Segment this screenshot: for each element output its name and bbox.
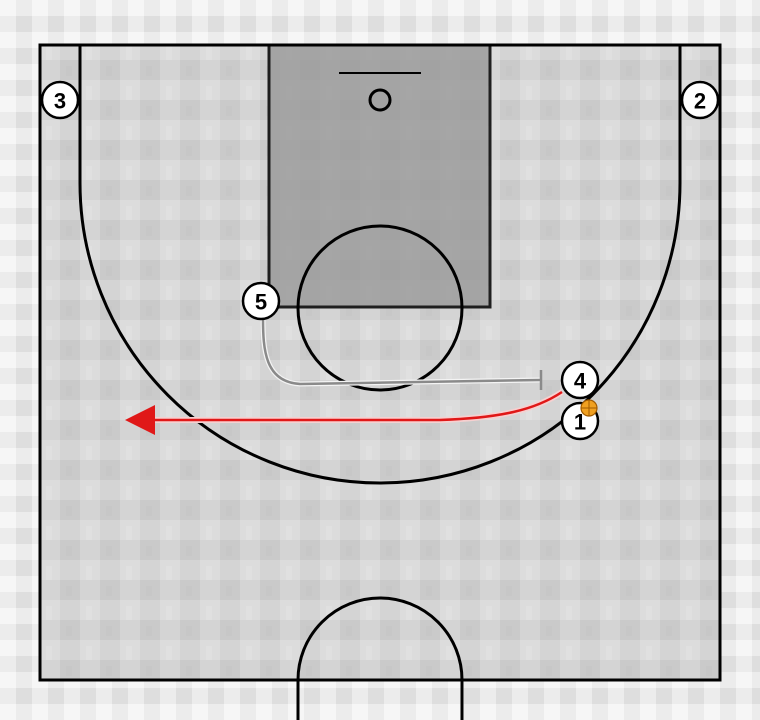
player-1: 1 xyxy=(560,399,600,441)
player-marker xyxy=(560,360,600,400)
player-label: 1 xyxy=(574,410,586,435)
player-label: 4 xyxy=(574,369,587,394)
player-label: 2 xyxy=(694,89,706,114)
three-point-line xyxy=(78,45,682,485)
rim xyxy=(368,88,392,112)
free-throw-circle xyxy=(296,224,464,392)
player-3: 3 xyxy=(40,80,80,120)
court-boundary xyxy=(38,43,722,682)
center-circle xyxy=(296,596,464,720)
player-5: 5 xyxy=(241,281,281,321)
player-marker xyxy=(680,80,720,120)
dribble-path xyxy=(125,390,563,435)
screen-path-line xyxy=(261,317,541,386)
player-marker xyxy=(241,281,281,321)
paint-area xyxy=(267,43,492,309)
basketball-seam xyxy=(581,400,597,416)
player-label: 3 xyxy=(54,89,66,114)
player-4: 4 xyxy=(560,360,600,400)
player-2: 2 xyxy=(680,80,720,120)
player-marker xyxy=(40,80,80,120)
player-label: 5 xyxy=(255,290,267,315)
